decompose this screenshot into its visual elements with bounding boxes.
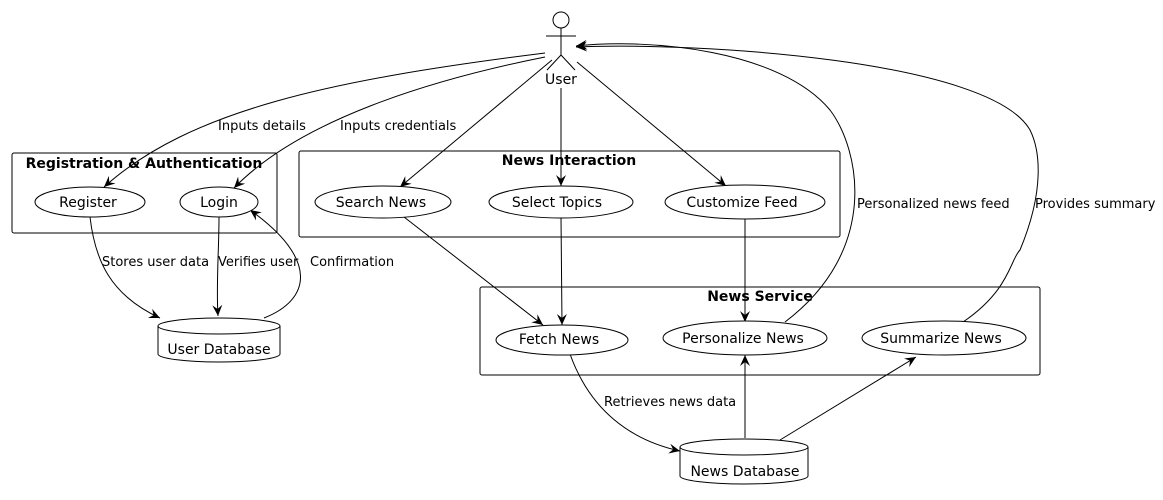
use-case-login: Login xyxy=(179,186,259,218)
use-case-label: Login xyxy=(200,195,238,211)
edge-label-personalized-news-feed: Personalized news feed xyxy=(857,197,1010,212)
edge-label-stores-user-data: Stores user data xyxy=(102,255,209,270)
use-case-label: Register xyxy=(59,195,117,211)
edge-user-customize-feed xyxy=(576,61,727,187)
use-case-label: Select Topics xyxy=(512,195,602,211)
use-case-label: Fetch News xyxy=(519,332,599,348)
package-title: Registration & Authentication xyxy=(26,156,263,172)
edge-summarize-user xyxy=(575,41,1039,323)
edge-labels: Inputs details Inputs credentials Stores… xyxy=(102,119,1156,410)
database-news: News Database xyxy=(679,438,809,485)
edge-select-fetch xyxy=(556,216,567,326)
use-case-customize-feed: Customize Feed xyxy=(664,184,826,220)
edge-user-login xyxy=(233,56,546,189)
edge-personalize-user xyxy=(575,39,856,323)
package-title: News Service xyxy=(707,289,813,305)
use-case-label: Customize Feed xyxy=(686,195,797,211)
use-case-personalize-news: Personalize News xyxy=(662,320,828,356)
actor-user: User xyxy=(545,11,577,88)
edge-label-retrieves-news-data: Retrieves news data xyxy=(604,395,736,410)
use-case-select-topics: Select Topics xyxy=(488,185,634,219)
edge-label-verifies-user: Verifies user xyxy=(218,255,299,270)
use-case-label: Summarize News xyxy=(880,331,1002,347)
edge-label-inputs-credentials: Inputs credentials xyxy=(340,119,457,134)
database-label: News Database xyxy=(690,464,799,480)
edge-label-provides-summary: Provides summary xyxy=(1035,197,1156,212)
edges xyxy=(89,39,1039,454)
database-user: User Database xyxy=(157,317,281,363)
use-case-fetch-news: Fetch News xyxy=(495,324,629,356)
use-case-summarize-news: Summarize News xyxy=(861,320,1027,356)
edge-register-user-db xyxy=(89,216,161,319)
edge-user-register xyxy=(103,52,546,188)
database-label: User Database xyxy=(167,342,270,358)
edge-label-inputs-details: Inputs details xyxy=(218,119,306,134)
use-case-label: Personalize News xyxy=(682,331,804,347)
actor-head xyxy=(552,11,570,29)
edge-news-db-summarize xyxy=(779,356,917,441)
edge-search-fetch xyxy=(403,216,544,326)
package-title: News Interaction xyxy=(502,153,636,169)
edge-fetch-news-db xyxy=(569,353,681,454)
use-case-register: Register xyxy=(34,186,146,218)
actor-label: User xyxy=(545,72,577,88)
edge-user-search-news xyxy=(399,59,553,188)
edge-label-confirmation: Confirmation xyxy=(310,255,394,270)
edge-login-user-db xyxy=(212,216,223,317)
edge-user-db-login xyxy=(249,209,301,319)
use-case-label: Search News xyxy=(336,195,426,211)
use-case-search-news: Search News xyxy=(314,185,452,219)
